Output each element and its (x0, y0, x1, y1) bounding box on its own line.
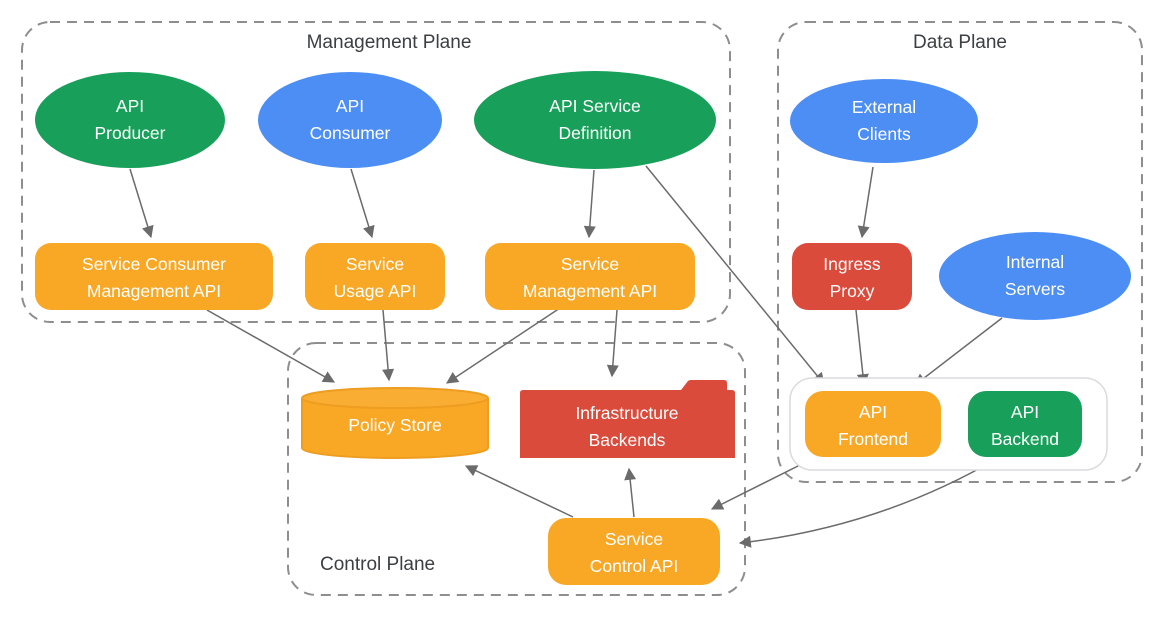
management-plane-container (21, 21, 731, 323)
api-frontend-label-line2: Frontend (838, 429, 908, 449)
node-api-backend: API Backend (968, 391, 1082, 457)
node-api-frontend: API Frontend (805, 391, 941, 457)
node-service-control-api: Service Control API (548, 518, 720, 585)
management-plane-label: Management Plane (307, 32, 472, 53)
node-service-consumer-management-api: Service Consumer Management API (35, 243, 273, 310)
external-clients-shape (790, 79, 978, 163)
node-api-consumer: API Consumer (258, 72, 442, 168)
node-api-service-definition: API Service Definition (474, 71, 716, 169)
api-frontend-shape (805, 391, 941, 457)
edge-service-control-api-to-policy-store (464, 465, 574, 518)
data-plane-container (777, 21, 1143, 483)
node-service-management-api: Service Management API (485, 243, 695, 310)
service-management-api-shape (485, 243, 695, 310)
edges (129, 165, 1003, 548)
api-frontend-label-line1: API (859, 402, 887, 422)
api-producer-label-line2: Producer (94, 123, 165, 143)
edge-api-producer-to-service-consumer-management-api (129, 168, 154, 239)
policy-store-cylinder-top (301, 387, 489, 409)
node-policy-store: Policy Store (301, 387, 489, 459)
service-control-api-shape (548, 518, 720, 585)
api-consumer-label-line2: Consumer (310, 123, 391, 143)
edge-service-consumer-management-api-to-policy-store (206, 309, 336, 383)
service-consumer-management-api-label-line2: Management API (87, 281, 221, 301)
api-consumer-shape (258, 72, 442, 168)
api-consumer-label-line1: API (336, 96, 364, 116)
edge-api-backend-to-service-control-api (738, 457, 999, 548)
edge-api-service-definition-to-service-management-api (583, 169, 596, 239)
service-consumer-management-api-shape (35, 243, 273, 310)
control-plane-container (287, 342, 746, 596)
service-usage-api-label-line2: Usage API (334, 281, 417, 301)
service-usage-api-label-line1: Service (346, 254, 404, 274)
infrastructure-backends-folder-shape (520, 380, 735, 458)
policy-store-cylinder-body (301, 398, 489, 459)
edge-api-service-definition-to-api-frontend (645, 165, 825, 385)
api-service-definition-label-line2: Definition (559, 123, 632, 143)
data-plane-label: Data Plane (913, 32, 1007, 53)
node-api-producer: API Producer (35, 72, 225, 168)
api-backend-label-line1: API (1011, 402, 1039, 422)
node-infrastructure-backends: Infrastructure Backends (520, 380, 735, 458)
service-control-api-label-line1: Service (605, 529, 663, 549)
policy-store-label: Policy Store (348, 415, 441, 435)
node-external-clients: External Clients (790, 79, 978, 163)
edge-service-usage-api-to-policy-store (382, 309, 395, 382)
api-backend-label-line2: Backend (991, 429, 1059, 449)
service-management-api-label-line1: Service (561, 254, 619, 274)
service-consumer-management-api-label-line1: Service Consumer (82, 254, 226, 274)
infrastructure-backends-label-line1: Infrastructure (575, 403, 678, 423)
service-control-api-label-line2: Control API (590, 556, 679, 576)
edge-service-control-api-to-infrastructure-backends (624, 467, 637, 518)
ingress-proxy-shape (792, 243, 912, 310)
external-clients-label-line2: Clients (857, 124, 911, 144)
edge-service-management-api-to-infrastructure-backends (606, 309, 619, 378)
api-service-definition-label-line1: API Service (549, 96, 640, 116)
api-backend-shape (968, 391, 1082, 457)
api-producer-shape (35, 72, 225, 168)
edge-external-clients-to-ingress-proxy (857, 166, 874, 239)
edge-internal-servers-to-api-frontend (914, 317, 1003, 386)
api-producer-label-line1: API (116, 96, 144, 116)
control-plane-label: Control Plane (320, 554, 435, 575)
internal-servers-shape (939, 232, 1131, 320)
ingress-proxy-label-line2: Proxy (830, 281, 875, 301)
edge-service-management-api-to-policy-store (446, 307, 561, 384)
internal-servers-label-line2: Servers (1005, 279, 1066, 299)
edge-api-frontend-to-service-control-api (710, 458, 813, 510)
api-service-definition-shape (474, 71, 716, 169)
internal-servers-label-line1: Internal (1006, 252, 1064, 272)
edge-api-consumer-to-service-usage-api (350, 168, 375, 239)
edge-ingress-proxy-to-api-frontend (855, 309, 869, 387)
node-ingress-proxy: Ingress Proxy (792, 243, 912, 310)
external-clients-label-line1: External (852, 97, 916, 117)
service-usage-api-shape (305, 243, 445, 310)
node-internal-servers: Internal Servers (939, 232, 1131, 320)
infrastructure-backends-label-line2: Backends (589, 430, 666, 450)
ingress-proxy-label-line1: Ingress (823, 254, 881, 274)
service-management-api-label-line2: Management API (523, 281, 657, 301)
node-service-usage-api: Service Usage API (305, 243, 445, 310)
